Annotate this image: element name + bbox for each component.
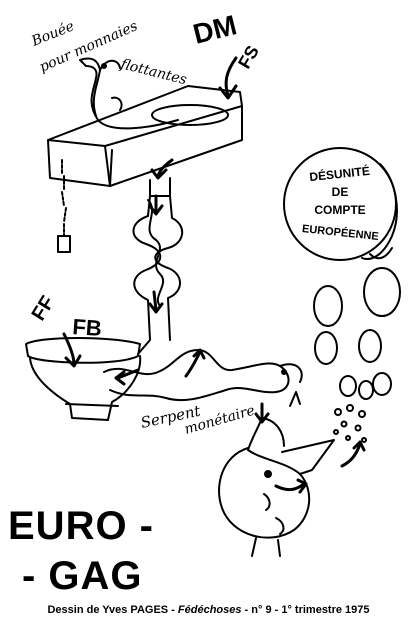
duck-buoy — [79, 57, 179, 130]
coin-label-line1: DÉSUNITÉ — [309, 163, 371, 184]
title-line-2: - GAG — [22, 554, 143, 598]
drain-pipe — [132, 195, 183, 355]
flush-chain — [57, 159, 71, 253]
title-line-1: EURO - — [8, 504, 154, 548]
coin-label-line3: COMPTE — [314, 203, 365, 217]
currency-fb: FB — [72, 314, 103, 341]
coin — [283, 147, 398, 261]
currency-dm: DM — [190, 9, 240, 50]
buoy-label-line1: Bouée — [29, 18, 77, 50]
caption: Dessin de Yves PAGES - Fédéchoses - n° 9… — [0, 604, 417, 616]
buoy-label-line3: flottantes — [118, 56, 188, 88]
caption-publication: Fédéchoses — [177, 604, 242, 616]
cistern — [47, 85, 243, 197]
caption-prefix: Dessin de Yves PAGES - — [47, 604, 178, 616]
currency-fs: FS — [234, 42, 263, 72]
caption-suffix: - n° 9 - 1° trimestre 1975 — [241, 604, 370, 616]
coin-label-line2: DE — [332, 185, 349, 199]
toilet-bowl — [25, 337, 142, 421]
flow-arrows — [62, 56, 366, 494]
currency-ff: FF — [28, 292, 60, 324]
serpent — [103, 349, 303, 407]
bird-creature — [218, 417, 335, 557]
bubbles — [313, 267, 401, 443]
coin-label-line4: EUROPÉENNE — [301, 222, 379, 243]
